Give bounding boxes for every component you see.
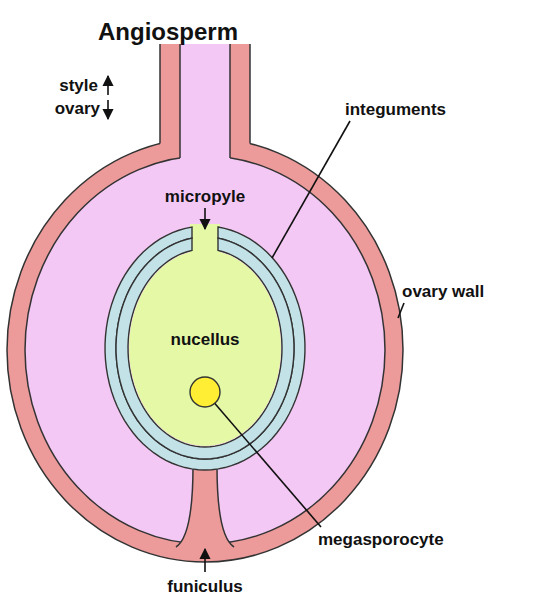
- funiculus-outline: [176, 466, 234, 547]
- outer-integument: [105, 227, 305, 470]
- style-outline: [249, 44, 251, 144]
- diagram-title: Angiosperm: [98, 18, 238, 46]
- style-canal-outline: [229, 44, 231, 158]
- style-canal: [180, 44, 230, 164]
- funiculus-stalk: [176, 466, 234, 547]
- ovary-wall-label: ovary wall: [402, 282, 484, 302]
- megasporocyte-label: megasporocyte: [318, 530, 444, 550]
- micropyle-label: micropyle: [165, 187, 245, 207]
- ovary-label: ovary: [55, 99, 100, 119]
- micropyle-arrow: [204, 208, 206, 229]
- integuments-leader: [272, 121, 350, 258]
- integuments-label: integuments: [345, 100, 446, 120]
- funiculus-arrow: [204, 549, 206, 572]
- style-arrow: [107, 76, 109, 95]
- style-outline: [159, 44, 161, 144]
- style-label: style: [59, 76, 98, 96]
- nucellus-fill: [129, 250, 281, 446]
- ovary-arrow: [107, 100, 109, 119]
- inner-integument: [116, 238, 294, 459]
- style-wall: [160, 44, 250, 169]
- style-canal-outline: [179, 44, 181, 158]
- ovary-wall: [7, 138, 403, 562]
- funiculus-label: funiculus: [167, 577, 243, 597]
- nucellus-region: nucellus: [128, 249, 282, 447]
- ovary-wall-leader: [398, 303, 404, 318]
- node-text: nucellus: [171, 330, 240, 350]
